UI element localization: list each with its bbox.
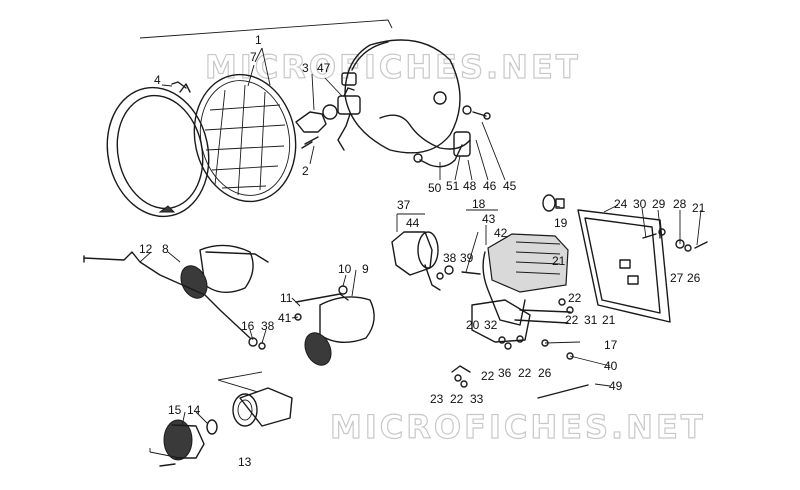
- tail-light-bracket: [471, 299, 571, 343]
- headlight-bulb: [295, 104, 338, 149]
- horn-right: [295, 285, 375, 366]
- tail-light-small-parts: [436, 265, 574, 388]
- callout-39: 39: [460, 251, 474, 265]
- callout-14: 14: [187, 403, 201, 417]
- watermark-top: MICROFICHES.NET: [205, 48, 581, 86]
- callout-22-bottom: 22: [481, 369, 495, 383]
- callout-11: 11: [280, 291, 293, 305]
- callout-21-plate: 21: [602, 313, 616, 327]
- tail-light-lens: [391, 231, 441, 291]
- callout-22-right: 22: [565, 313, 579, 327]
- horn-fasteners: [248, 313, 302, 350]
- callout-19: 19: [554, 216, 568, 230]
- callout-labels: 1 4 7 3 47 2 50 51 48 46 45 19 24 30 29 …: [139, 33, 706, 469]
- horn-left: [180, 244, 269, 299]
- callout-22-mid: 22: [518, 366, 532, 380]
- callout-7: 7: [250, 50, 257, 64]
- callout-38-tail: 38: [443, 251, 457, 265]
- leader-lines: [139, 19, 702, 459]
- callout-22-low: 22: [450, 392, 464, 406]
- bulb-connector: [337, 87, 361, 151]
- callout-22-upper: 22: [568, 291, 582, 305]
- watermark-bottom: MICROFICHES.NET: [330, 408, 706, 446]
- callout-32: 32: [484, 318, 498, 332]
- callout-46: 46: [483, 179, 497, 193]
- callout-51: 51: [446, 179, 460, 193]
- callout-18: 18: [472, 197, 486, 211]
- callout-43: 43: [482, 212, 496, 226]
- callout-27: 27: [670, 271, 684, 285]
- callout-31: 31: [584, 313, 598, 327]
- callout-13: 13: [238, 455, 252, 469]
- callout-12: 12: [139, 242, 153, 256]
- callout-37: 37: [397, 198, 411, 212]
- callout-21: 21: [692, 201, 706, 215]
- headlight-lens: [193, 73, 297, 203]
- turn-signal-lamp: [159, 387, 293, 467]
- rear-bulb: [542, 194, 565, 212]
- callout-17: 17: [604, 338, 618, 352]
- plate-fasteners: [642, 227, 708, 252]
- horn-bracket-bar: [83, 251, 251, 339]
- wiring-harness: [413, 131, 471, 168]
- callout-3: 3: [302, 61, 309, 75]
- callout-29: 29: [652, 197, 666, 211]
- callout-26: 26: [687, 271, 701, 285]
- callout-45: 45: [503, 179, 517, 193]
- callout-47: 47: [317, 61, 331, 75]
- callout-21-tail: 21: [552, 254, 566, 268]
- callout-48: 48: [463, 179, 477, 193]
- callout-44: 44: [406, 216, 420, 230]
- callout-36: 36: [498, 366, 512, 380]
- callout-4: 4: [154, 73, 161, 87]
- callout-8: 8: [162, 242, 169, 256]
- callout-20: 20: [466, 318, 480, 332]
- callout-24: 24: [614, 197, 628, 211]
- rear-rod: [537, 384, 589, 399]
- callout-1: 1: [255, 33, 262, 47]
- rim-clip: [171, 81, 187, 89]
- callout-2: 2: [302, 164, 309, 178]
- callout-41: 41: [278, 311, 292, 325]
- callout-50: 50: [428, 181, 442, 195]
- callout-9: 9: [362, 262, 369, 276]
- callout-33: 33: [470, 392, 484, 406]
- callout-10: 10: [338, 262, 352, 276]
- callout-23: 23: [430, 392, 444, 406]
- callout-42: 42: [494, 226, 508, 240]
- callout-26-tail: 26: [538, 366, 552, 380]
- license-plate-holder: [577, 209, 671, 323]
- callout-49: 49: [609, 379, 623, 393]
- callout-16: 16: [241, 319, 255, 333]
- headlight-shell: [341, 39, 471, 154]
- callout-28: 28: [673, 197, 687, 211]
- shell-screw: [462, 105, 491, 120]
- callout-40: 40: [604, 359, 618, 373]
- callout-38-horn: 38: [261, 319, 275, 333]
- tail-light-housing: [482, 233, 569, 326]
- callout-15: 15: [168, 403, 182, 417]
- callout-30: 30: [633, 197, 647, 211]
